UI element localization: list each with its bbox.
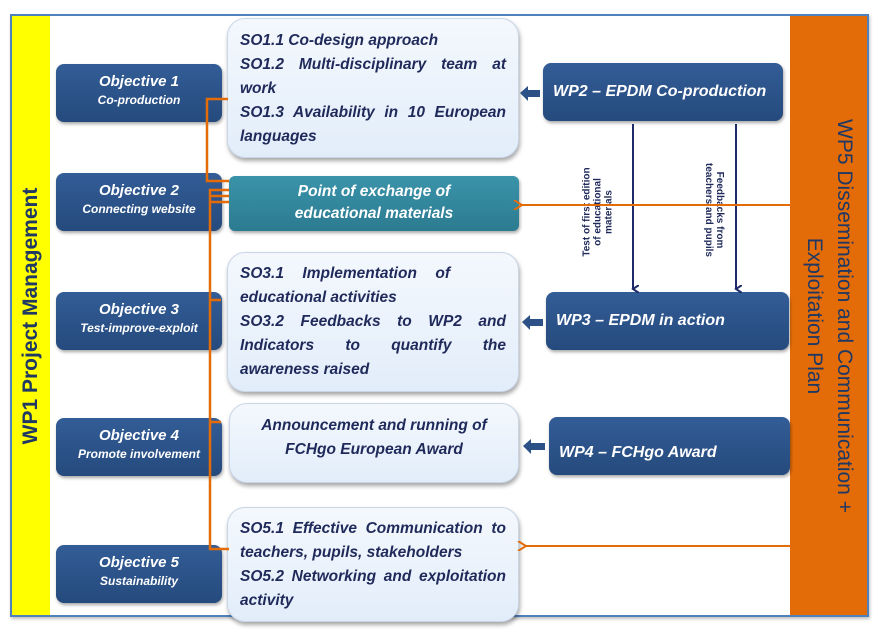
wp1-project-management-bar: WP1 Project Management <box>12 16 50 615</box>
so2-text: Point of exchange of educational materia… <box>294 183 454 222</box>
objective-4-box: Objective 4 Promote involvement <box>56 418 222 476</box>
so5-2: SO5.2 Networking and exploitation activi… <box>240 568 506 609</box>
feedback-label-line2: teachers and pupils <box>703 163 714 257</box>
so3-2: SO3.2 Feedbacks to WP2 and Indicators to… <box>240 313 506 378</box>
so4-box: Announcement and running of FCHgo Europe… <box>229 403 519 483</box>
so3-box: SO3.1 Implementation of educational acti… <box>227 252 519 392</box>
so5-box: SO5.1 Effective Communication to teacher… <box>227 507 519 622</box>
test-flow-label: Test of first edition of educational mat… <box>582 167 615 256</box>
wp5-label-line1: WP5 Dissemination and Communication + <box>832 118 856 513</box>
objective-2-subtitle: Connecting website <box>82 202 196 216</box>
wp4-box: WP4 – FCHgo Award <box>549 417 790 475</box>
wp2-label: WP2 – EPDM Co-production <box>553 83 767 100</box>
objective-2-box: Objective 2 Connecting website <box>56 173 222 231</box>
wp1-label: WP1 Project Management <box>19 187 42 444</box>
objective-3-title: Objective 3 <box>98 301 180 318</box>
objective-1-box: Objective 1 Co-production <box>56 64 222 122</box>
objective-3-box: Objective 3 Test-improve-exploit <box>56 292 222 350</box>
objective-2-title: Objective 2 <box>98 182 180 199</box>
objective-5-box: Objective 5 Sustainability <box>56 545 222 603</box>
feedback-label-line1: Feedbacks from <box>714 171 725 249</box>
objective-5-subtitle: Sustainability <box>99 574 179 588</box>
test-label-line1: Test of first edition <box>581 167 593 257</box>
so1-3: SO1.3 Availability in 10 European langua… <box>240 104 506 145</box>
wp3-box: WP3 – EPDM in action <box>546 292 789 350</box>
so4-text: Announcement and running of FCHgo Europe… <box>261 417 487 458</box>
so1-box: SO1.1 Co-design approach SO1.2 Multi-dis… <box>227 18 519 158</box>
wp5-dissemination-bar: WP5 Dissemination and Communication + Ex… <box>790 16 867 615</box>
objective-1-title: Objective 1 <box>98 73 180 90</box>
wp2-box: WP2 – EPDM Co-production <box>543 63 783 121</box>
test-label-line2: of educational <box>592 178 604 246</box>
objective-4-subtitle: Promote involvement <box>77 447 201 461</box>
so2-point-of-exchange-box: Point of exchange of educational materia… <box>229 176 519 231</box>
so3-1: SO3.1 Implementation of educational acti… <box>240 265 450 306</box>
objective-4-title: Objective 4 <box>98 427 180 444</box>
feedback-flow-label: Feedbacks from teachers and pupils <box>703 163 725 257</box>
wp5-label: WP5 Dissemination and Communication + Ex… <box>799 119 859 513</box>
so1-1: SO1.1 Co-design approach <box>240 32 439 49</box>
wp5-label-line2: Exploitation Plan <box>802 237 826 394</box>
objective-5-title: Objective 5 <box>98 554 180 571</box>
so5-1: SO5.1 Effective Communication to teacher… <box>240 520 506 561</box>
objective-1-subtitle: Co-production <box>97 93 181 107</box>
test-label-line3: materials <box>603 190 615 234</box>
wp4-label: WP4 – FCHgo Award <box>559 444 717 461</box>
wp3-label: WP3 – EPDM in action <box>556 312 725 329</box>
objective-3-subtitle: Test-improve-exploit <box>80 321 198 335</box>
so1-2: SO1.2 Multi-disciplinary team at work <box>240 56 506 97</box>
